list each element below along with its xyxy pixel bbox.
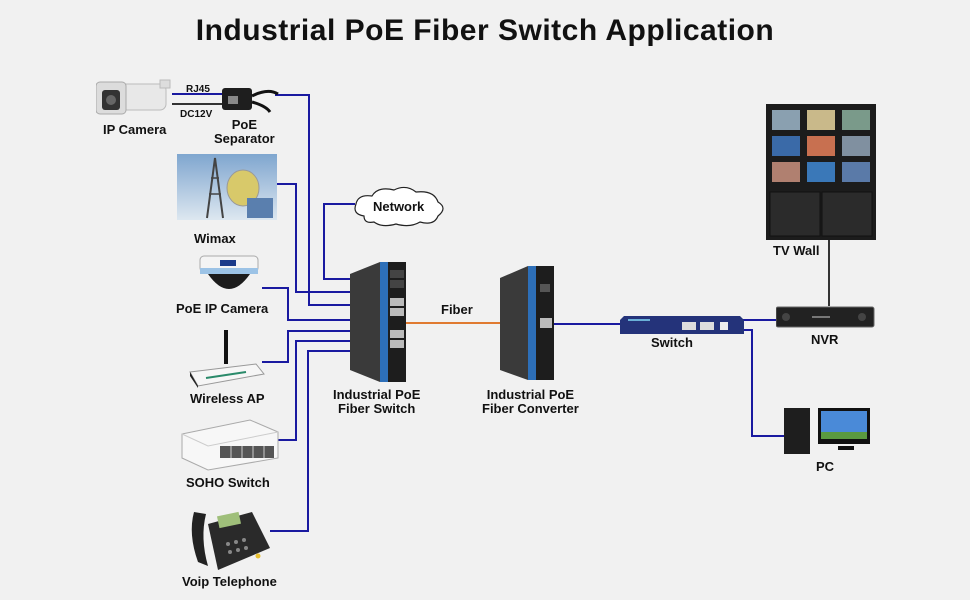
wire-wireless-ap bbox=[262, 330, 354, 363]
wireless-ap-label: Wireless AP bbox=[190, 391, 265, 406]
wire-voip bbox=[270, 350, 354, 532]
fiber-converter-label-line2: Fiber Converter bbox=[482, 401, 579, 416]
wire-poe-camera bbox=[262, 287, 354, 321]
dc12v-label: DC12V bbox=[180, 109, 213, 120]
nvr-label: NVR bbox=[811, 332, 839, 347]
network-label: Network bbox=[373, 199, 425, 214]
fiber-converter-icon bbox=[500, 266, 554, 380]
poe-separator-label-line1: PoE bbox=[231, 117, 257, 132]
wire-wimax bbox=[276, 183, 354, 293]
poe-ip-camera-label: PoE IP Camera bbox=[176, 301, 269, 316]
fiber-converter-label-line1: Industrial PoE bbox=[486, 387, 575, 402]
dome-camera-icon bbox=[199, 255, 259, 289]
industrial-switch-label-line1: Industrial PoE bbox=[333, 387, 421, 402]
soho-switch-label: SOHO Switch bbox=[186, 475, 270, 490]
wire-separator bbox=[275, 94, 354, 306]
telephone-icon bbox=[191, 511, 270, 570]
ip-camera-label: IP Camera bbox=[103, 122, 167, 137]
wire-switch-pc bbox=[740, 329, 784, 437]
wimax-label: Wimax bbox=[194, 231, 236, 246]
bullet-camera-icon bbox=[96, 79, 171, 115]
industrial-switch-label-line2: Fiber Switch bbox=[338, 401, 416, 416]
tv-wall-icon bbox=[766, 104, 876, 240]
soho-switch-icon bbox=[181, 419, 279, 471]
fiber-label: Fiber bbox=[441, 302, 473, 317]
industrial-switch-icon bbox=[350, 262, 406, 382]
industrial-switch-label: Industrial PoE Fiber Switch bbox=[333, 388, 420, 416]
diagram-title: Industrial PoE Fiber Switch Application bbox=[195, 14, 775, 47]
tv-wall-label: TV Wall bbox=[773, 243, 820, 258]
poe-separator-label-line2: Separator bbox=[214, 131, 275, 146]
voip-telephone-label: Voip Telephone bbox=[182, 574, 277, 589]
wimax-tower-icon bbox=[177, 154, 277, 220]
pc-label: PC bbox=[816, 459, 835, 474]
cloud-icon bbox=[354, 186, 444, 227]
poe-separator-icon bbox=[222, 88, 279, 113]
wire-soho bbox=[278, 340, 354, 441]
fiber-converter-label: Industrial PoE Fiber Converter bbox=[482, 388, 579, 416]
rj45-label: RJ45 bbox=[186, 84, 210, 95]
wireless-router-icon bbox=[189, 330, 265, 388]
wire-network bbox=[323, 203, 355, 280]
nvr-icon bbox=[776, 306, 875, 328]
desktop-pc-icon bbox=[784, 408, 870, 454]
poe-separator-label: PoE Separator bbox=[214, 118, 275, 146]
switch-label: Switch bbox=[651, 335, 693, 350]
rack-switch-icon bbox=[620, 316, 744, 334]
